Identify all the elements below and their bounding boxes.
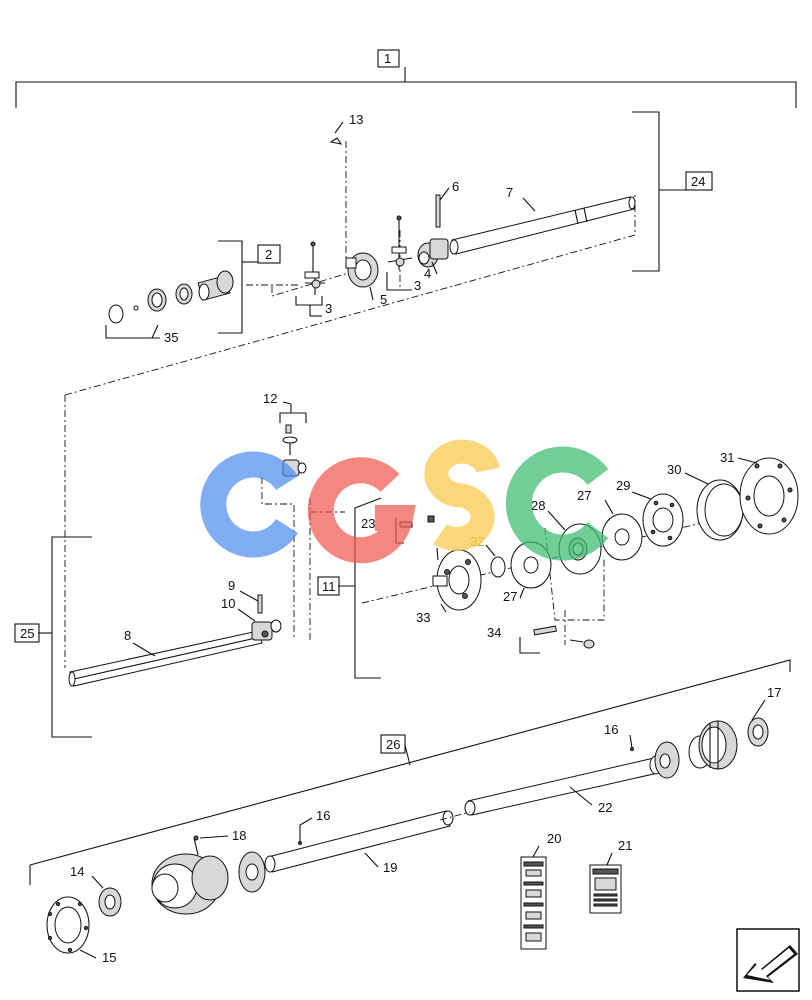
callout-3-right[interactable]: 3 xyxy=(414,278,421,293)
callout-box-25[interactable] xyxy=(14,623,40,643)
callout-30[interactable]: 30 xyxy=(667,462,681,477)
callout-6[interactable]: 6 xyxy=(452,179,459,194)
clutch-assembly-11: 11 xyxy=(317,457,799,679)
watermark-letter-c2 xyxy=(505,446,609,561)
callout-19[interactable]: 19 xyxy=(383,860,397,875)
callout-35[interactable]: 35 xyxy=(164,330,178,345)
callout-4[interactable]: 4 xyxy=(424,266,431,281)
callout-9[interactable]: 9 xyxy=(228,578,235,593)
watermark-letter-s xyxy=(424,439,500,551)
watermark-letter-c1 xyxy=(200,451,298,558)
callout-15[interactable]: 15 xyxy=(102,950,116,965)
callout-5[interactable]: 5 xyxy=(380,292,387,307)
callout-16-right[interactable]: 16 xyxy=(604,722,618,737)
assembly-bracket-26: 26 xyxy=(29,659,791,885)
callout-10[interactable]: 10 xyxy=(221,596,235,611)
callout-20[interactable]: 20 xyxy=(547,831,561,846)
callout-box-2[interactable] xyxy=(257,244,281,264)
callout-8[interactable]: 8 xyxy=(124,628,131,643)
callout-14[interactable]: 14 xyxy=(70,864,84,879)
callout-18[interactable]: 18 xyxy=(232,828,246,843)
callout-27-upper[interactable]: 27 xyxy=(577,488,591,503)
assembly-bracket-1: 1 xyxy=(15,49,797,108)
middle-shaft-assembly: 25 xyxy=(14,401,345,738)
callout-box-26[interactable] xyxy=(380,734,406,754)
callout-box-24[interactable] xyxy=(685,171,713,191)
callout-27-lower[interactable]: 27 xyxy=(503,589,517,604)
callout-3-left[interactable]: 3 xyxy=(325,301,332,316)
callout-21[interactable]: 21 xyxy=(618,838,632,853)
callout-label-24: 24 xyxy=(691,174,705,189)
callout-34[interactable]: 34 xyxy=(487,625,501,640)
top-shaft-assembly xyxy=(64,121,636,668)
callout-31[interactable]: 31 xyxy=(720,450,734,465)
callout-28[interactable]: 28 xyxy=(531,498,545,513)
callout-numbers: 13 7 6 4 3 3 5 35 12 9 10 8 23 32 33 34 … xyxy=(70,112,781,965)
watermark-logo xyxy=(200,439,609,564)
return-arrow-icon xyxy=(743,945,798,983)
callout-23[interactable]: 23 xyxy=(361,516,375,531)
callout-box-1[interactable] xyxy=(377,49,400,68)
callout-12[interactable]: 12 xyxy=(263,391,277,406)
callout-label-2: 2 xyxy=(265,247,272,262)
callout-16-left[interactable]: 16 xyxy=(316,808,330,823)
assembly-bracket-24: 24 xyxy=(632,111,713,272)
callout-label-1: 1 xyxy=(384,51,391,66)
callout-label-26: 26 xyxy=(386,737,400,752)
callout-17[interactable]: 17 xyxy=(767,685,781,700)
callout-label-11: 11 xyxy=(322,579,336,594)
bottom-driveshaft-assembly xyxy=(46,699,769,959)
callout-7[interactable]: 7 xyxy=(506,185,513,200)
callout-label-25: 25 xyxy=(20,626,34,641)
callout-box-11[interactable] xyxy=(317,576,340,596)
callout-22[interactable]: 22 xyxy=(598,800,612,815)
callout-33[interactable]: 33 xyxy=(416,610,430,625)
callout-13[interactable]: 13 xyxy=(349,112,363,127)
return-arrow-button[interactable] xyxy=(736,928,800,992)
watermark-letter-g xyxy=(307,457,416,564)
callout-29[interactable]: 29 xyxy=(616,478,630,493)
assembly-bracket-2: 2 xyxy=(218,240,281,334)
